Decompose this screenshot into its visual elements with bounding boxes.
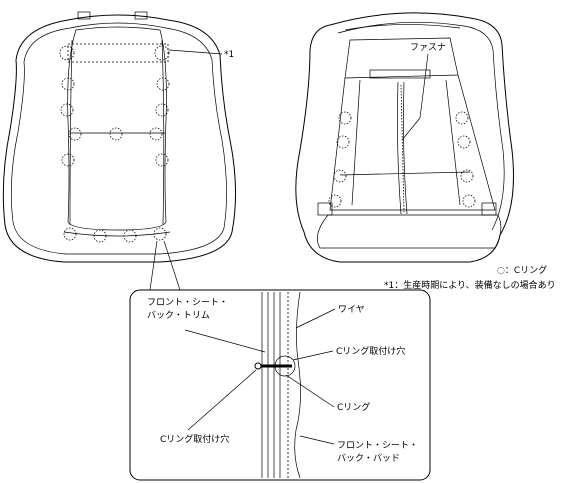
seat-back-right-view: ファスナ ◌：Cリング *1：生産時期により、装備なしの場合あり <box>295 12 556 291</box>
wire-label: ワイヤ <box>338 305 365 315</box>
detail-box: フロント・シート・ バック・トリム ワイヤ Cリング取付け穴 Cリング Cリング… <box>129 289 431 481</box>
front-seat-back-trim-label-2: バック・トリム <box>147 310 210 321</box>
fastener-label: ファスナ <box>410 42 446 53</box>
c-ring-hole-right-label: Cリング取付け穴 <box>336 345 405 357</box>
front-seat-back-pad-label-1: フロント・シート・ <box>337 441 418 451</box>
c-ring-label: Cリング <box>337 401 370 413</box>
seat-back-left-view: *1 <box>2 11 237 291</box>
note-1-label: *1 <box>224 50 234 60</box>
footnote: *1：生産時期により、装備なしの場合あり <box>384 279 556 291</box>
legend-c-ring: ◌：Cリング <box>497 264 547 276</box>
front-seat-back-trim-label-1: フロント・シート・ <box>147 298 228 308</box>
c-ring-hole-left-label: Cリング取付け穴 <box>160 433 229 445</box>
front-seat-back-pad-label-2: バック・パッド <box>337 453 400 464</box>
